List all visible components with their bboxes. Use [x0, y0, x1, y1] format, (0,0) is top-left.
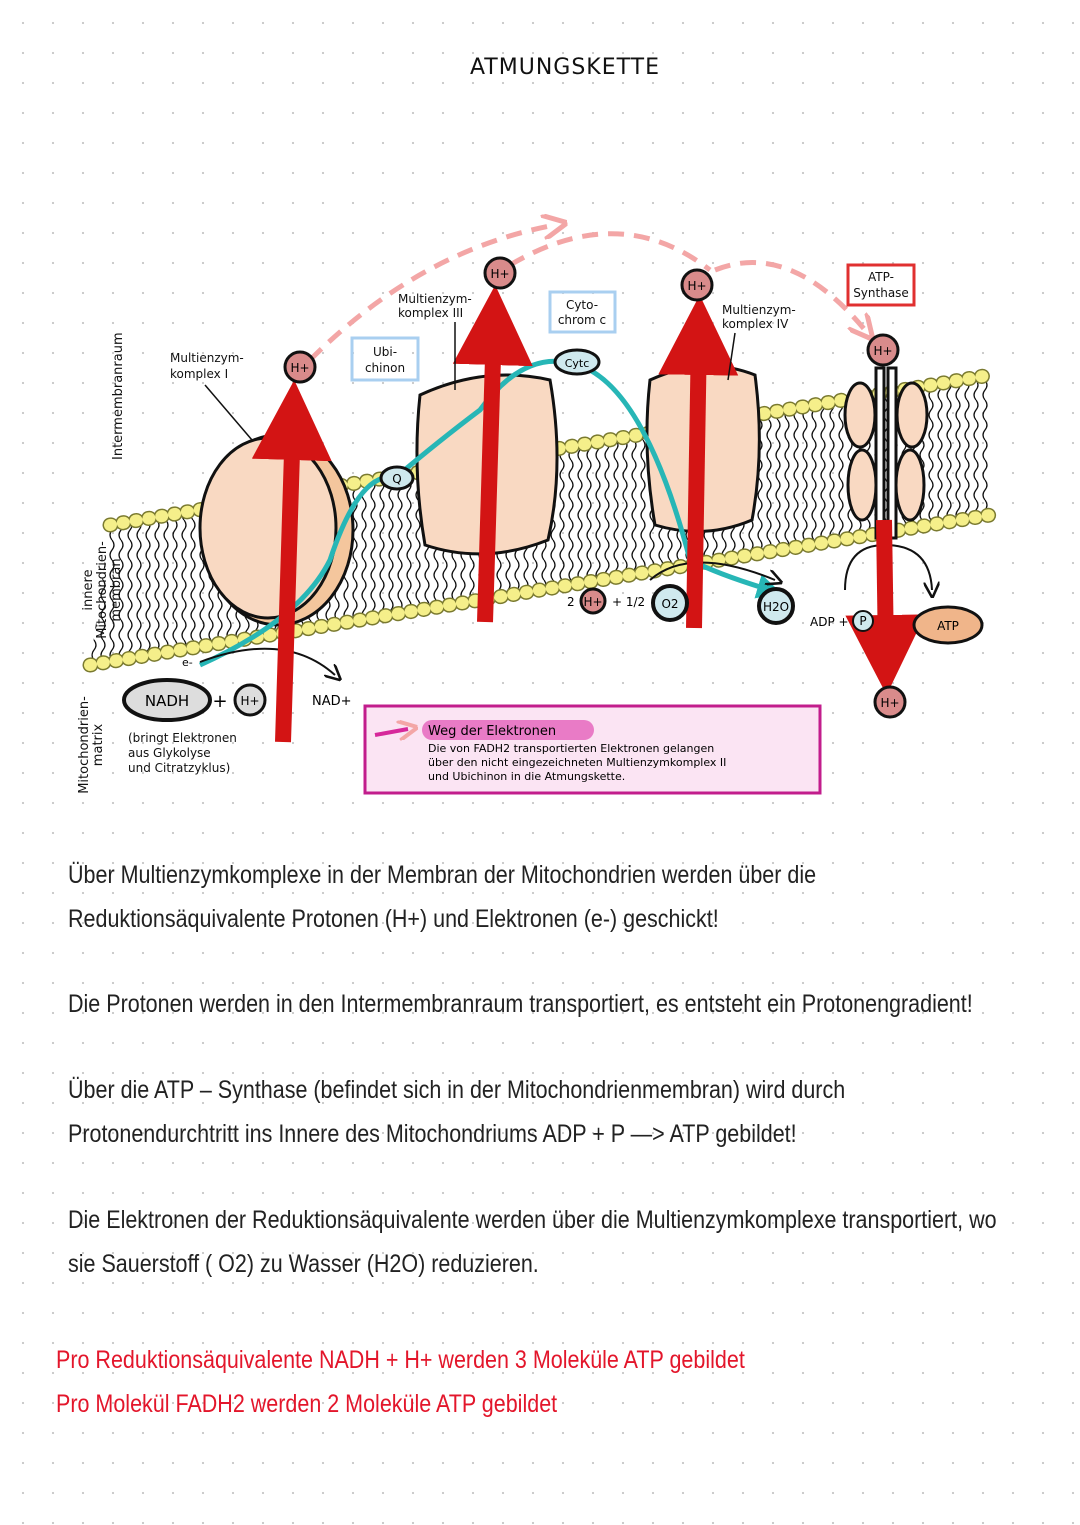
cytochrome-c: Cytc: [553, 348, 601, 376]
proton-icon: H+: [233, 683, 267, 717]
svg-text:ATP-Synthase: ATP-Synthase: [853, 270, 909, 300]
respiratory-chain-diagram: H+ H+ H+ H+ H+ H+ Q Cytc NADH + e- NAD+ …: [77, 0, 998, 795]
svg-text:Multienzym-komplex IV: Multienzym-komplex IV: [722, 303, 796, 331]
svg-text:ADP +: ADP +: [810, 615, 849, 629]
svg-text:O2: O2: [661, 597, 678, 611]
electron-path: [198, 358, 703, 668]
proton-icon: H+: [483, 256, 517, 290]
conclusion: Pro Reduktionsäquivalente NADH + H+ werd…: [56, 1346, 745, 1418]
svg-text:H+: H+: [583, 595, 602, 609]
svg-text:H+: H+: [873, 344, 892, 358]
svg-text:NADH: NADH: [145, 692, 189, 710]
svg-text:Cytc: Cytc: [565, 357, 590, 370]
svg-text:H+: H+: [240, 694, 259, 708]
ubiquinone-q: Q: [379, 465, 415, 491]
svg-text:Cyto-chrom c: Cyto-chrom c: [558, 298, 606, 327]
svg-text:+: +: [212, 691, 227, 712]
svg-text:Mitochondrien-matrix: Mitochondrien-matrix: [77, 696, 106, 794]
proton-icon: H+: [283, 350, 317, 384]
proton-flow-dashed-arrows: [308, 225, 865, 362]
complex-labels: Multienzym-komplex I Multienzym-komplex …: [170, 263, 916, 441]
atp-synthase: [843, 366, 929, 540]
paragraph-2: Die Protonen werden in den Intermembranr…: [68, 990, 973, 1018]
svg-text:H+: H+: [880, 696, 899, 710]
proton-icon: H+: [680, 268, 714, 302]
svg-text:H+: H+: [290, 361, 309, 375]
svg-text:Weg der Elektronen: Weg der Elektronen: [428, 724, 556, 739]
proton-arrows: [251, 285, 926, 743]
proton-icon: H+: [866, 333, 900, 367]
svg-text:H+: H+: [490, 267, 509, 281]
paragraph-1: Über Multienzymkomplexe in der Membran d…: [68, 861, 817, 933]
svg-text:+ 1/2: + 1/2: [612, 595, 645, 609]
paragraph-3: Über die ATP – Synthase (befindet sich i…: [68, 1076, 846, 1148]
legend-box: Weg der Elektronen Die von FADH2 transpo…: [363, 704, 822, 795]
svg-text:Multienzym-komplex III: Multienzym-komplex III: [398, 292, 472, 320]
proton-icon: H+: [873, 685, 907, 719]
region-labels: Intermembranraum innereMitochondrien-mem…: [77, 332, 126, 793]
svg-text:H+: H+: [687, 279, 706, 293]
water-reaction: 2 H+ + 1/2 O2 H2O: [567, 584, 795, 625]
svg-text:Multienzym-komplex I: Multienzym-komplex I: [170, 351, 244, 381]
svg-text:NAD+: NAD+: [312, 694, 352, 709]
svg-text:e-: e-: [182, 656, 193, 669]
svg-text:Q: Q: [392, 472, 401, 486]
svg-text:2: 2: [567, 595, 575, 609]
reaction-arrow-nad: [199, 647, 335, 675]
svg-text:Intermembranraum: Intermembranraum: [111, 332, 126, 460]
svg-text:innereMitochondrien-membran: innereMitochondrien-membran: [81, 541, 124, 639]
svg-text:P: P: [859, 614, 866, 628]
svg-text:Ubi-chinon: Ubi-chinon: [365, 345, 405, 375]
paragraph-4: Die Elektronen der Reduktionsäquivalente…: [68, 1206, 997, 1278]
page-title: ATMUNGSKETTE: [469, 55, 661, 80]
complex-1: [198, 433, 355, 627]
atp-reaction: ADP + P ATP: [810, 605, 984, 645]
svg-text:Die von FADH2 transportierten: Die von FADH2 transportierten Elektronen…: [428, 742, 726, 783]
svg-text:ATP: ATP: [937, 619, 959, 633]
svg-text:H2O: H2O: [763, 600, 789, 614]
proton-circles: H+ H+ H+ H+ H+ H+: [233, 256, 907, 719]
